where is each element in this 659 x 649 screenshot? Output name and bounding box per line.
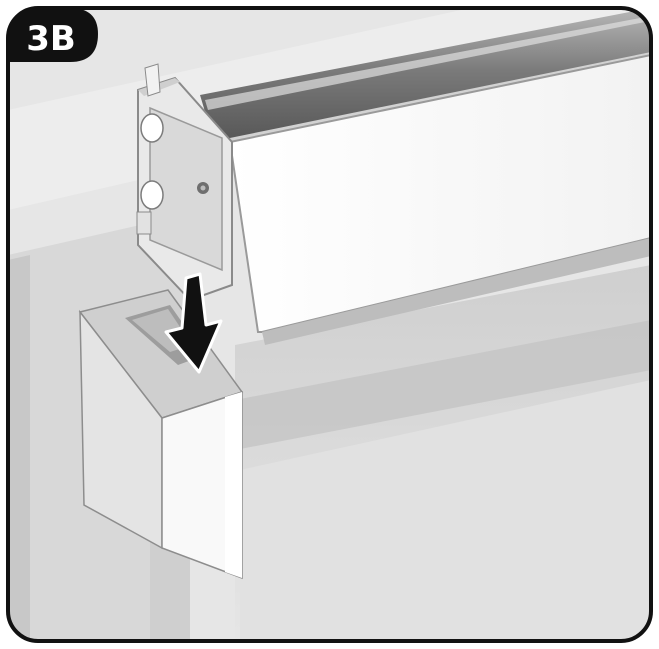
recess-shadow xyxy=(8,255,30,641)
arrow-down-icon xyxy=(164,272,223,374)
frame-border xyxy=(6,6,653,643)
wall-bracket xyxy=(78,289,244,580)
step-badge-label: 3B xyxy=(26,19,76,59)
end-cap xyxy=(136,63,233,302)
roller-tube xyxy=(200,10,651,145)
step-badge: 3B xyxy=(8,8,98,62)
cassette-bottom xyxy=(262,238,651,345)
blind-lower-panel xyxy=(240,380,651,641)
blind-bottom-rail xyxy=(235,320,651,450)
roller-highlight xyxy=(205,18,645,110)
